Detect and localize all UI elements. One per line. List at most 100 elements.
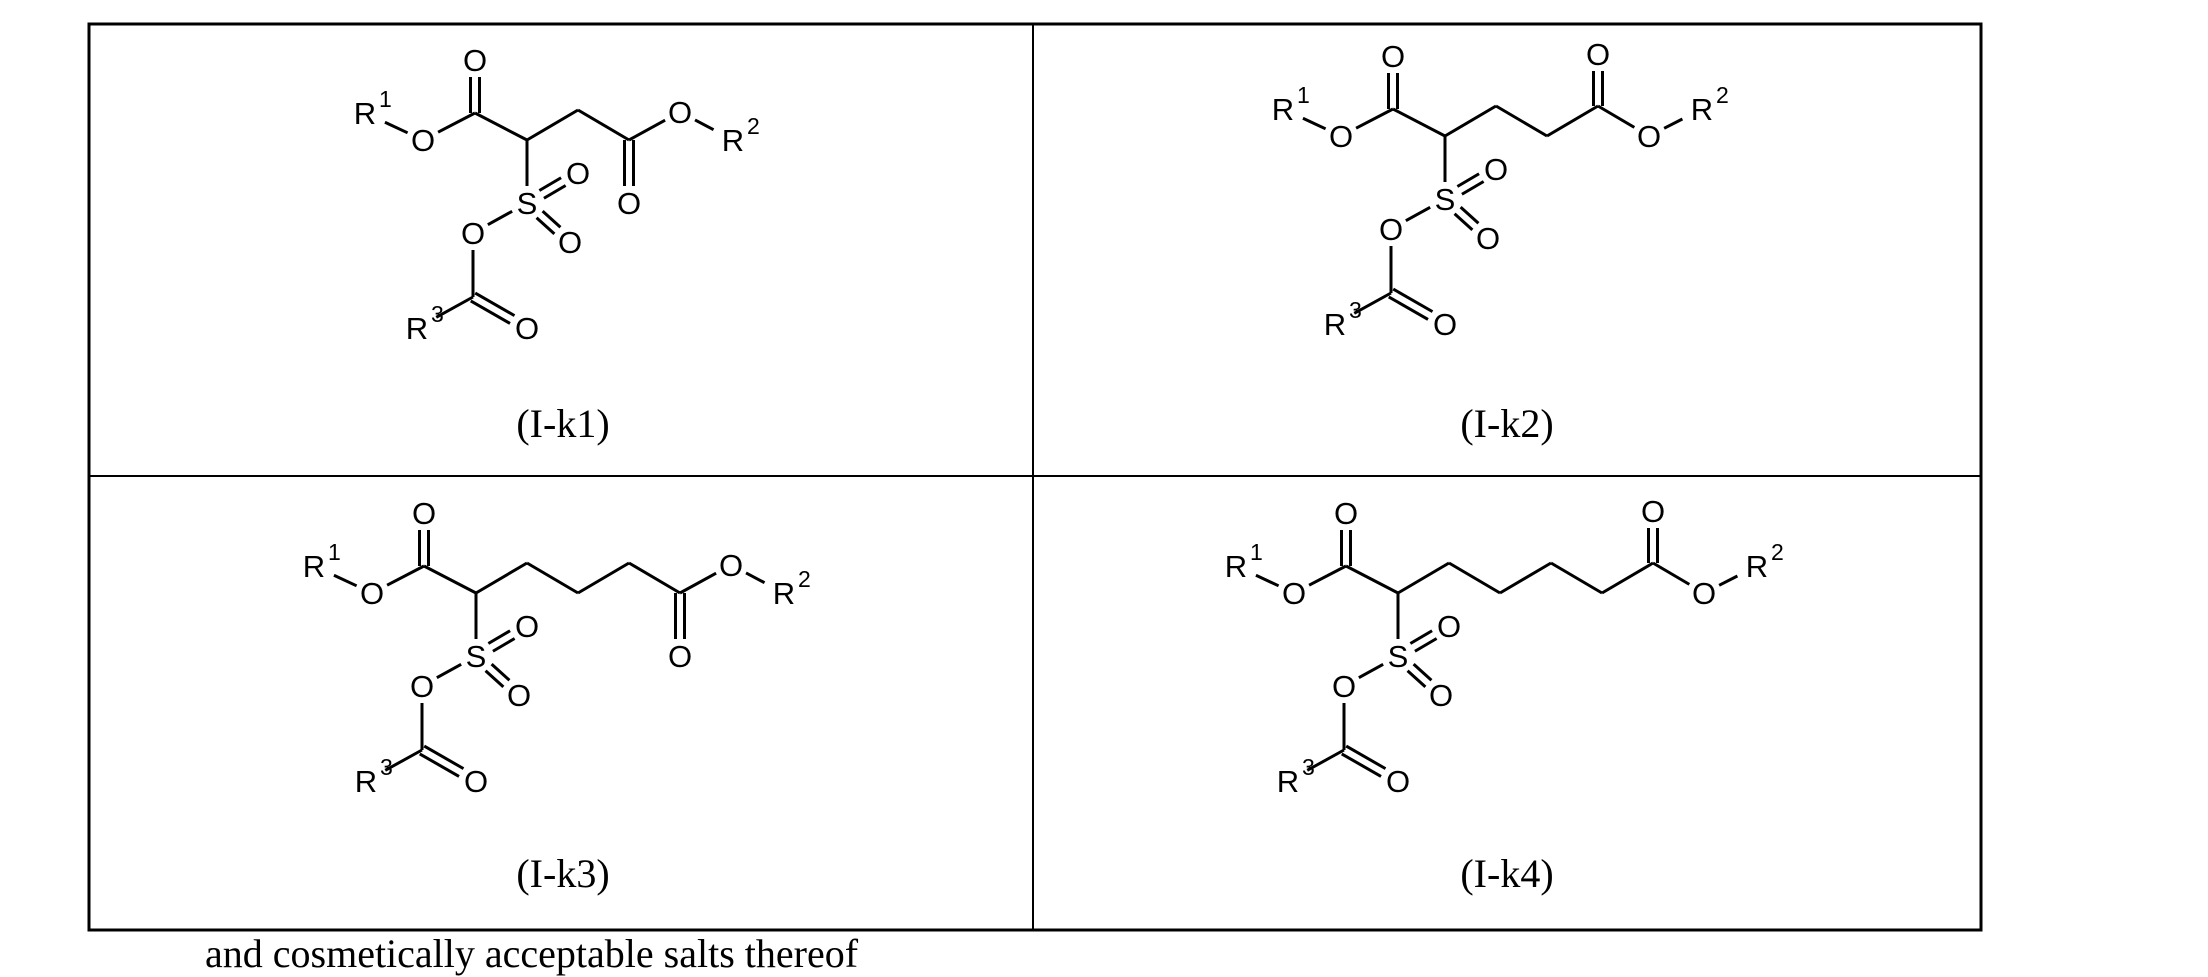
r-group-index: 2 bbox=[1716, 82, 1729, 108]
r-group-label: R bbox=[722, 123, 744, 158]
r-group-label: R bbox=[1225, 549, 1247, 584]
oxygen-atom: O bbox=[360, 576, 384, 611]
oxygen-atom: O bbox=[558, 225, 582, 260]
single-bond bbox=[437, 664, 461, 677]
structure-label: (I-k4) bbox=[1460, 851, 1553, 896]
r-group-label: R bbox=[354, 96, 376, 131]
single-bond bbox=[1256, 575, 1279, 586]
oxygen-atom: O bbox=[461, 216, 485, 251]
r-group-label: R bbox=[1277, 764, 1299, 799]
sulfur-atom: S bbox=[517, 186, 538, 221]
footer-text: and cosmetically acceptable salts thereo… bbox=[205, 930, 858, 977]
single-bond bbox=[1496, 106, 1547, 136]
oxygen-atom: O bbox=[1282, 576, 1306, 611]
structure-label: (I-k2) bbox=[1460, 401, 1553, 446]
double-bond bbox=[475, 293, 514, 316]
r-group-label: R bbox=[1272, 92, 1294, 127]
single-bond bbox=[424, 566, 476, 593]
single-bond bbox=[385, 122, 408, 133]
single-bond bbox=[629, 563, 680, 593]
single-bond bbox=[1719, 576, 1737, 585]
single-bond bbox=[1500, 563, 1551, 593]
oxygen-atom: O bbox=[1332, 669, 1356, 704]
single-bond bbox=[1445, 106, 1496, 136]
single-bond bbox=[1598, 106, 1634, 127]
oxygen-atom: O bbox=[411, 123, 435, 158]
r-group-index: 3 bbox=[380, 754, 393, 780]
oxygen-atom: O bbox=[1381, 39, 1405, 74]
single-bond bbox=[1653, 563, 1689, 584]
sulfur-atom: S bbox=[1435, 182, 1456, 217]
r-group-label: R bbox=[355, 764, 377, 799]
oxygen-atom: O bbox=[719, 548, 743, 583]
single-bond bbox=[1359, 664, 1383, 677]
r-group-index: 3 bbox=[1349, 297, 1362, 323]
oxygen-atom: O bbox=[507, 678, 531, 713]
single-bond bbox=[527, 563, 578, 593]
single-bond bbox=[1551, 563, 1602, 593]
r-group-label: R bbox=[773, 576, 795, 611]
structure-label: (I-k1) bbox=[516, 401, 609, 446]
r-group-index: 1 bbox=[379, 86, 392, 112]
oxygen-atom: O bbox=[1641, 494, 1665, 529]
structure-2: R1OOOOR2SOOOOR3 bbox=[1272, 37, 1729, 342]
r-group-index: 2 bbox=[1771, 539, 1784, 565]
sulfur-atom: S bbox=[1388, 639, 1409, 674]
r-group-label: R bbox=[303, 549, 325, 584]
double-bond bbox=[1393, 289, 1432, 312]
single-bond bbox=[1303, 118, 1326, 129]
r-group-label: R bbox=[1746, 549, 1768, 584]
single-bond bbox=[1398, 563, 1449, 593]
sulfur-atom: S bbox=[466, 639, 487, 674]
oxygen-atom: O bbox=[1334, 496, 1358, 531]
oxygen-atom: O bbox=[515, 609, 539, 644]
double-bond bbox=[424, 746, 463, 769]
oxygen-atom: O bbox=[412, 496, 436, 531]
oxygen-atom: O bbox=[1476, 221, 1500, 256]
r-group-index: 1 bbox=[1250, 539, 1263, 565]
double-bond bbox=[420, 754, 459, 777]
double-bond bbox=[471, 301, 510, 324]
single-bond bbox=[629, 120, 665, 140]
structure-table: R1OOOOR2SOOOOR3(I-k1)R1OOOOR2SOOOOR3(I-k… bbox=[0, 0, 2208, 948]
double-bond bbox=[1389, 297, 1428, 320]
oxygen-atom: O bbox=[1586, 37, 1610, 72]
oxygen-atom: O bbox=[1329, 119, 1353, 154]
oxygen-atom: O bbox=[668, 639, 692, 674]
oxygen-atom: O bbox=[410, 669, 434, 704]
single-bond bbox=[334, 575, 357, 586]
oxygen-atom: O bbox=[566, 156, 590, 191]
single-bond bbox=[1406, 207, 1430, 220]
single-bond bbox=[1602, 563, 1653, 593]
oxygen-atom: O bbox=[1429, 678, 1453, 713]
structure-4: R1OOOOR2SOOOOR3 bbox=[1225, 494, 1784, 799]
oxygen-atom: O bbox=[617, 186, 641, 221]
structure-label: (I-k3) bbox=[516, 851, 609, 896]
oxygen-atom: O bbox=[1484, 152, 1508, 187]
r-group-index: 1 bbox=[328, 539, 341, 565]
oxygen-atom: O bbox=[1386, 764, 1410, 799]
oxygen-atom: O bbox=[464, 764, 488, 799]
oxygen-atom: O bbox=[1379, 212, 1403, 247]
double-bond bbox=[1342, 754, 1381, 777]
single-bond bbox=[680, 573, 716, 593]
r-group-label: R bbox=[1324, 307, 1346, 342]
oxygen-atom: O bbox=[668, 95, 692, 130]
oxygen-atom: O bbox=[463, 43, 487, 78]
single-bond bbox=[695, 120, 714, 130]
single-bond bbox=[746, 573, 765, 583]
single-bond bbox=[1309, 566, 1346, 585]
single-bond bbox=[475, 113, 527, 140]
oxygen-atom: O bbox=[1692, 576, 1716, 611]
single-bond bbox=[1664, 119, 1682, 128]
structure-3: R1OOOOR2SOOOOR3 bbox=[303, 496, 811, 799]
structure-1: R1OOOOR2SOOOOR3 bbox=[354, 43, 760, 346]
r-group-index: 2 bbox=[747, 113, 760, 139]
single-bond bbox=[578, 110, 629, 140]
r-group-label: R bbox=[1691, 92, 1713, 127]
single-bond bbox=[476, 563, 527, 593]
oxygen-atom: O bbox=[1437, 609, 1461, 644]
single-bond bbox=[527, 110, 578, 140]
r-group-index: 2 bbox=[798, 566, 811, 592]
oxygen-atom: O bbox=[515, 311, 539, 346]
